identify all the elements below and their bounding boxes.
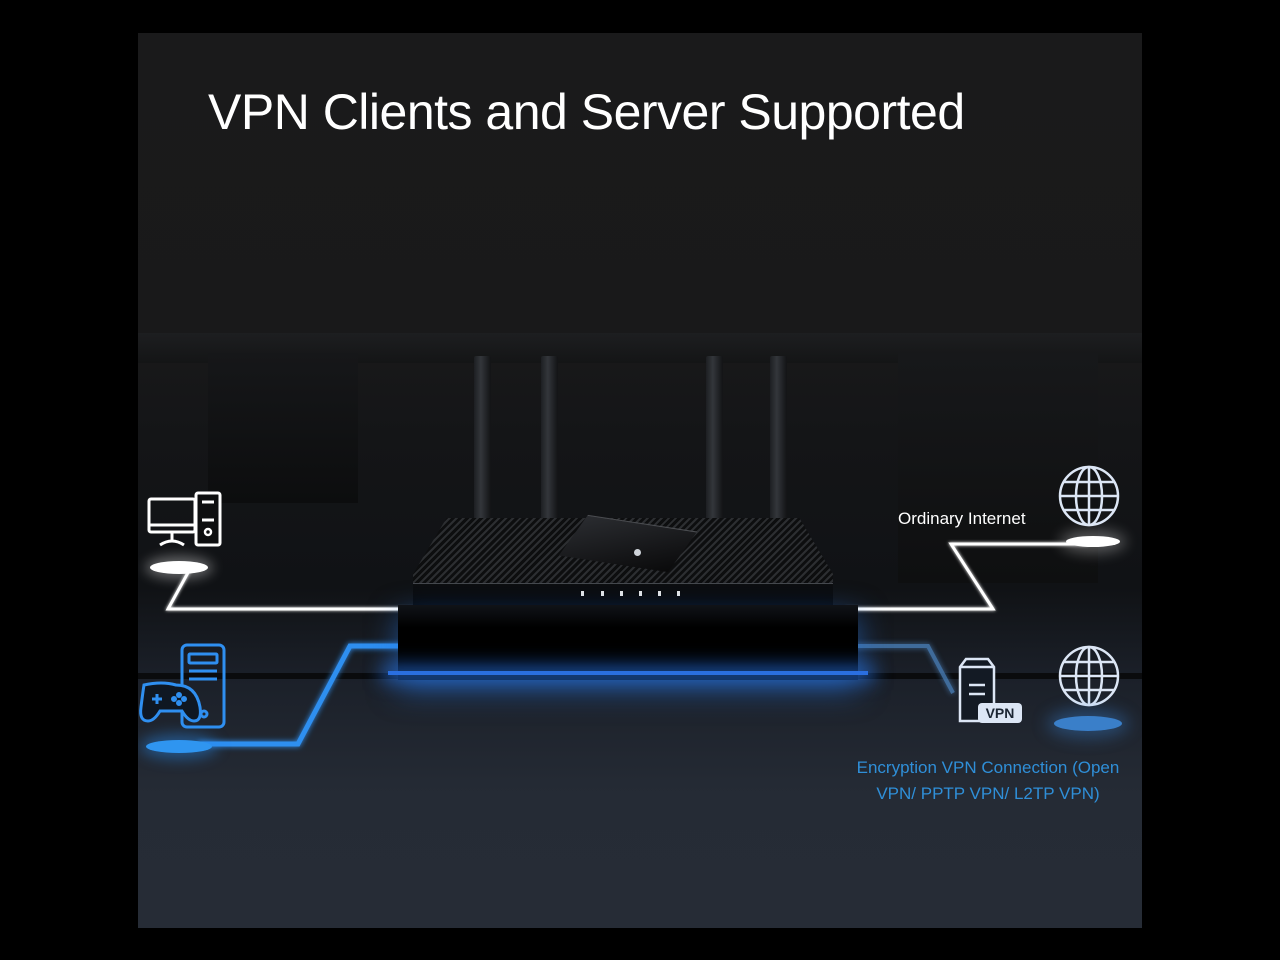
power-led-icon: [581, 591, 584, 596]
router-glow: [388, 671, 868, 675]
game-console-server-icon: [139, 643, 226, 729]
vpn-connection-label: Encryption VPN Connection (Open VPN/ PPT…: [856, 758, 1120, 803]
internet-led-icon: [601, 591, 604, 596]
globe-icon: [1058, 465, 1120, 527]
router-stand: [398, 605, 858, 680]
device-pad-internet: [1066, 536, 1120, 547]
vpn-line-left: [198, 643, 406, 747]
globe-icon: [1058, 645, 1120, 707]
antenna: [770, 356, 787, 526]
antenna: [706, 356, 723, 526]
device-pad-desktop: [150, 561, 208, 574]
desktop-computer-icon: [147, 491, 222, 547]
background-cabinet-left: [208, 353, 358, 503]
router: [388, 353, 868, 683]
vpn-server-icon: VPN: [958, 657, 1022, 723]
usb-led-icon: [677, 591, 680, 596]
router-front-panel: [413, 583, 833, 606]
vpn-line-right: [850, 644, 955, 694]
wifi-led-icon: [620, 591, 623, 596]
connection-lines: [165, 542, 1088, 747]
brand-logo-icon: [634, 549, 641, 556]
vpn-feature-banner: VPN Clients and Server Supported: [138, 33, 1142, 928]
lan-led-icon: [639, 591, 642, 596]
ordinary-line-left: [165, 568, 414, 611]
antenna: [474, 356, 491, 526]
ordinary-line-right: [846, 542, 1088, 611]
device-pad-gaming: [146, 740, 212, 753]
antenna: [541, 356, 558, 526]
vpn-badge: VPN: [986, 705, 1015, 721]
device-pad-vpn-internet: [1054, 716, 1122, 731]
ordinary-internet-label: Ordinary Internet: [898, 509, 1026, 528]
page-title: VPN Clients and Server Supported: [208, 84, 965, 140]
wan-led-icon: [658, 591, 661, 596]
